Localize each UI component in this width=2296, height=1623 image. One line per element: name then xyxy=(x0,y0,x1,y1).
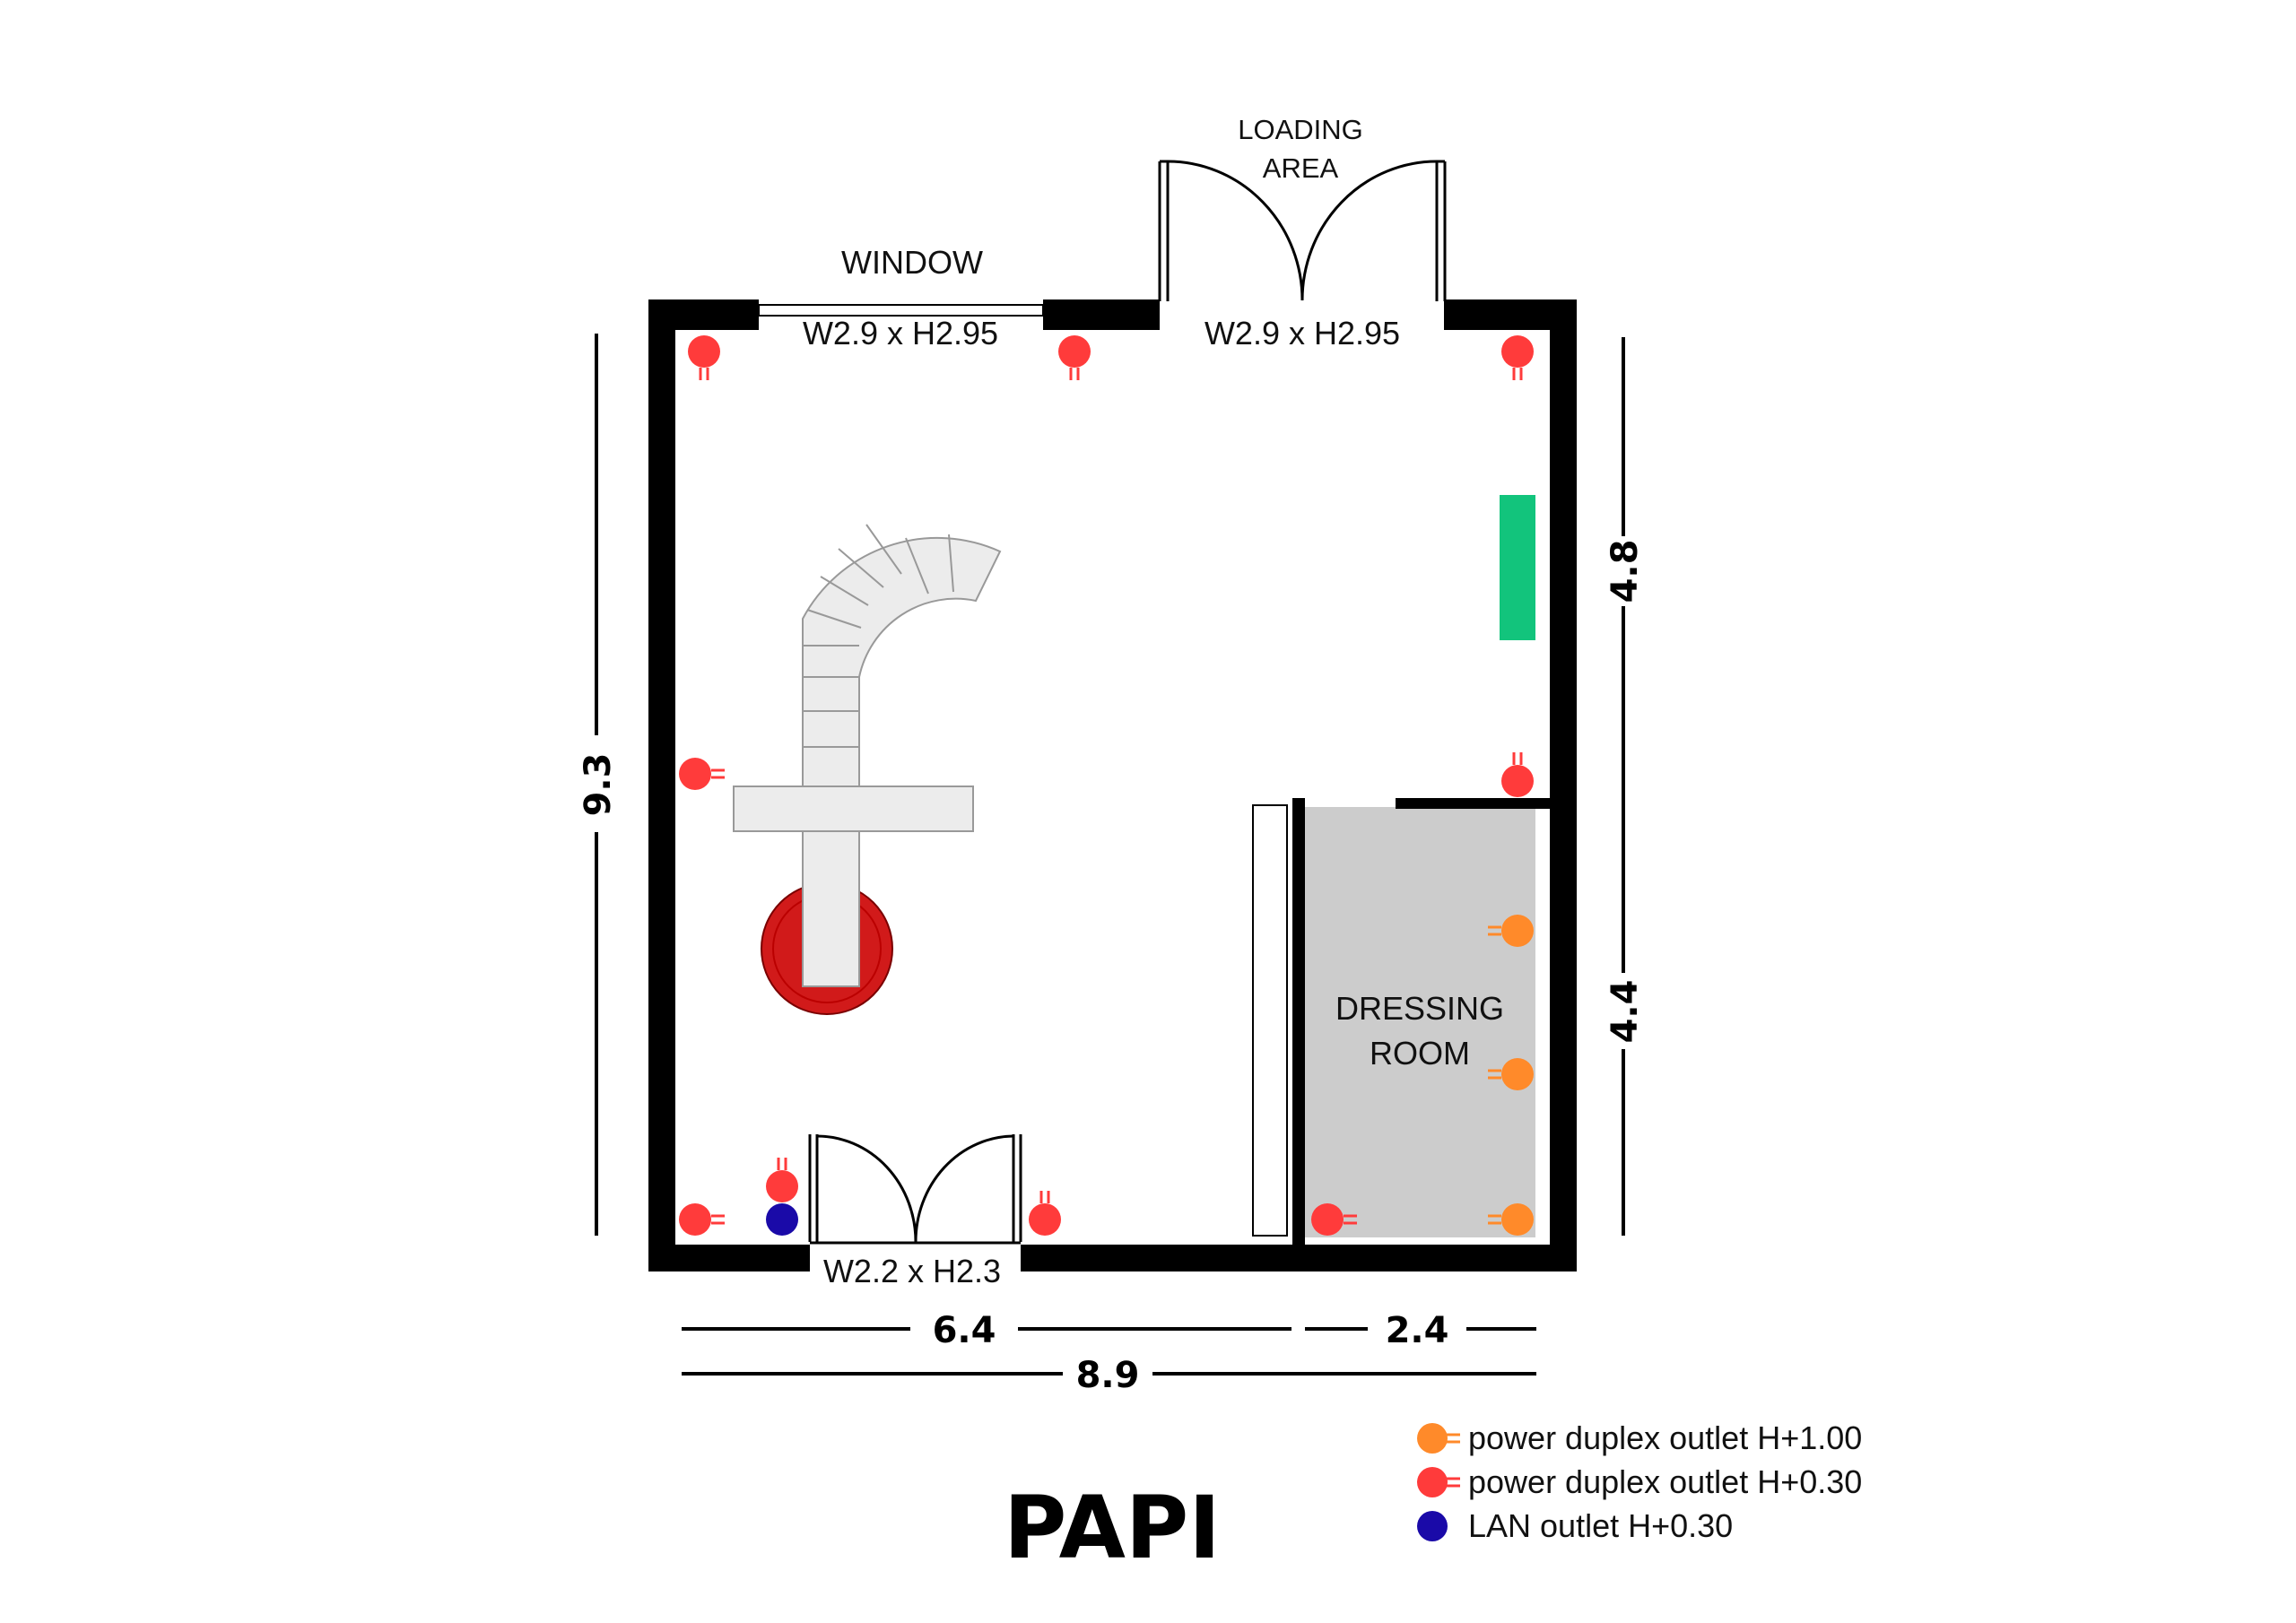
orange-outlet xyxy=(1488,1058,1534,1090)
legend-label: power duplex outlet H+1.00 xyxy=(1468,1419,1862,1456)
dressing-room-label-line1: DRESSING xyxy=(1335,990,1504,1027)
orange-outlet xyxy=(1488,915,1534,947)
walls xyxy=(648,299,1577,1271)
legend-item-red-outlet: power duplex outlet H+0.30 xyxy=(1417,1463,1862,1500)
red-outlet xyxy=(679,1203,725,1236)
loading-area-size-label: W2.9 x H2.95 xyxy=(1205,315,1400,352)
window xyxy=(758,304,1044,317)
legend-item-lan-outlet: LAN outlet H+0.30 xyxy=(1417,1507,1733,1544)
legend-label: power duplex outlet H+0.30 xyxy=(1468,1463,1862,1500)
legend-item-orange-outlet: power duplex outlet H+1.00 xyxy=(1417,1419,1862,1456)
red-outlet xyxy=(688,335,720,380)
orange-outlet xyxy=(1488,1203,1534,1236)
entrance-doors xyxy=(808,1134,1022,1245)
window-label: WINDOW xyxy=(841,244,983,281)
red-outlet xyxy=(766,1158,798,1202)
green-panel xyxy=(1500,495,1535,640)
dimension-lines xyxy=(595,334,1625,1376)
loading-area-label-line1: LOADING xyxy=(1238,114,1363,145)
power-outlet-icon xyxy=(1417,1467,1448,1497)
red-outlet xyxy=(679,758,725,790)
dimension-bottom-left: 6.4 xyxy=(933,1310,996,1351)
loading-area-doors xyxy=(1158,160,1447,301)
dressing-room-floor xyxy=(1300,807,1535,1237)
red-outlet xyxy=(1058,335,1091,380)
legend-label: LAN outlet H+0.30 xyxy=(1468,1507,1733,1544)
lan-outlet xyxy=(766,1203,798,1236)
loading-area-label-line2: AREA xyxy=(1263,152,1339,184)
legend: power duplex outlet H+1.00 power duplex … xyxy=(1417,1419,1862,1544)
dimension-left-height: 9.3 xyxy=(578,753,619,817)
dimension-right-upper: 4.8 xyxy=(1605,540,1646,603)
lan-outlet-icon xyxy=(1417,1511,1448,1541)
red-outlet xyxy=(1311,1203,1357,1236)
outlets xyxy=(679,335,1534,1236)
red-outlet xyxy=(1501,752,1534,797)
plan-title: PAPI xyxy=(1004,1478,1221,1578)
dimension-bottom-right: 2.4 xyxy=(1386,1310,1449,1351)
red-round-platform xyxy=(761,830,893,1015)
entrance-size-label: W2.2 x H2.3 xyxy=(823,1253,1001,1289)
red-outlet xyxy=(1029,1191,1061,1236)
dimension-bottom-total: 8.9 xyxy=(1076,1355,1140,1396)
dimension-right-lower: 4.4 xyxy=(1605,980,1646,1044)
spiral-staircase xyxy=(733,524,1002,832)
partition-panel xyxy=(1252,804,1288,1237)
dressing-room-label-line2: ROOM xyxy=(1370,1035,1470,1072)
power-outlet-icon xyxy=(1417,1423,1448,1454)
red-outlet xyxy=(1501,335,1534,380)
window-size-label: W2.9 x H2.95 xyxy=(803,315,998,352)
